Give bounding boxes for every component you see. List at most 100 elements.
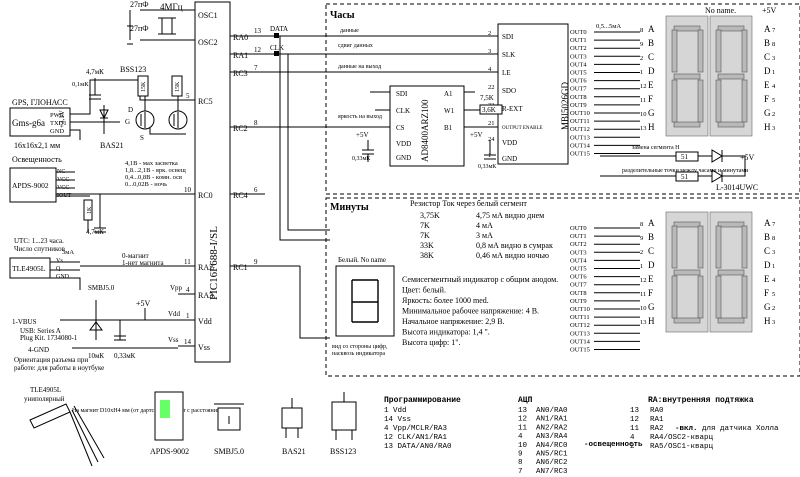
crystal: 27пФ 27пФ 4МГц [127,0,195,45]
hours-out-12: OUT12 [570,126,590,133]
pullup-num-2: 11 [630,425,640,433]
hours-digit-ones-seg-2 [741,79,748,123]
minutes-digit-tens-seg-6 [673,269,701,276]
pin-ra3: RA3 [198,291,213,300]
bottom-smbj: SMBJ5.0 [214,447,244,456]
prog-row-4: 13 DATA/AN0/RA0 [384,443,452,451]
hours-digit-ones-seg-0 [717,25,745,32]
hall-sensor: UTC: 1...23 часа. Число спутников TLE490… [9,237,164,290]
adc-name-5: AN5/RC1 [536,451,568,459]
table-head: Резистор Ток через белый сегмент [410,199,527,208]
pot-body [389,85,465,167]
minutes-digit-ones-seg-5 [715,225,722,269]
pot-pin-gnd: GND [396,154,411,162]
hours-seg-7: H [648,122,655,132]
hours-segnum-r-1: 8 [772,41,775,48]
hours-segnum-r-3: 1 [772,69,775,76]
usb-plug: Plug Kit. 1734080-1 [20,334,78,342]
hours-digit-tens [665,15,709,137]
led-r2: 51 [681,173,689,181]
minutes-digit-tens-seg-3 [673,317,701,324]
hours-seg-r-1: B [764,38,770,48]
pullup-num-3: 4 [630,434,635,442]
info-line-5: Высота индикатора: 1,4 ". [402,328,490,337]
minutes-frame [325,197,800,377]
minutes-seg-0: A [648,218,655,228]
adc-num-1: 12 [518,416,527,424]
gps-label: GPS, ГЛОНАСС [12,98,68,107]
hours-segnum-5: 11 [640,97,646,104]
hours-out-6: OUT6 [570,78,587,85]
mbi-pin-0: SDI [502,33,514,41]
table-res-3: 33K [420,241,434,250]
hours-digit-ones [709,15,753,137]
pot-cap: 0,33мК [352,156,371,162]
hours-out-0: OUT0 [570,29,587,36]
hours-digit-ones-seg-6 [717,73,745,80]
hours-segnum-3: 1 [640,69,643,76]
hall-mag0: 0-магнит [122,252,149,260]
pullup-title: RA:внутренняя подтяжка [648,396,754,405]
pullup-num-1: 12 [630,416,639,424]
minutes-seg-5: F [648,288,653,298]
minutes-digit-ones-seg-2 [741,275,748,319]
minutes-seg-r-5: F [764,288,769,298]
pinout-title: Белый. No name [338,256,386,264]
minutes-segnum-0: 8 [640,221,643,228]
mbi-pinnum-0: 2 [488,30,491,37]
pot-pin-clk: CLK [396,107,410,115]
bottom-tle2: униполярный [24,395,65,403]
minutes-digit-tens-seg-4 [671,275,678,319]
hall-model: TLE4905L [12,264,46,273]
hours-out-4: OUT4 [570,61,587,68]
hours-seg-r-7: H [764,122,771,132]
pullup-num-0: 13 [630,407,640,415]
pot-chip: AD8400ARZ100 [420,99,430,162]
minutes-seg-r-4: E [764,274,770,284]
pot-v5b: +5V [470,131,483,139]
crystal-cap2: 27пФ [130,24,149,33]
pinout-side: вид со стороны цифр, [332,343,388,350]
pin-osc2: OSC2 [198,38,218,47]
minutes-digit-ones [709,211,753,333]
light-label: Освещенность [12,155,62,164]
clk-label: CLK [270,44,284,52]
pinnum-vss: 14 [184,338,192,346]
adc-num-0: 13 [518,407,528,415]
hours-current: 0,5...5мА [596,23,621,30]
hours-segnum-7: 13 [640,125,647,132]
seven-seg-displays [665,15,753,333]
minutes-digit-tens-seg-2 [697,275,704,319]
mbi-pin-5: OUTPUT ENABLE [502,126,543,131]
minutes-out-15: OUT15 [570,347,590,354]
light-body [9,167,57,203]
res-15k-b: 15K [175,81,181,92]
tr-g: G [125,118,130,126]
hours-digit-tens-seg-3 [673,121,701,128]
hours-digit-tens-seg-4 [671,79,678,123]
minutes-out-5: OUT5 [570,266,587,273]
hours-digit-tens-seg-0 [673,25,701,32]
pot-pin-w1: W1 [444,107,455,115]
minutes-seg-r-7: H [764,316,771,326]
hours-segnum-r-5: 5 [772,97,775,104]
pinnum-rc0: 10 [184,186,192,194]
minutes-seg-r-3: D [764,260,771,270]
pot-pin-a1: A1 [444,90,453,98]
mbi-pinnum-6: 24 [488,136,495,143]
minutes-digit-tens-seg-0 [673,221,701,228]
minutes-segnum-7: 13 [640,319,647,326]
data-label: DATA [270,25,288,33]
pot-pin-b1: B1 [444,124,453,132]
tr-s: S [140,134,144,142]
minutes-out-12: OUT12 [570,322,590,329]
hall-pin-gnd: GND [56,274,70,280]
table-res-2: 7K [420,231,430,240]
prog-row-0: 1 Vdd [384,407,407,415]
light-model: APDS-9002 [12,181,49,190]
gps-pin-gnd: GND [50,128,64,135]
pinnum-ra3: 4 [186,286,190,294]
minutes-digit-tens-seg-1 [697,225,704,269]
signal-labels: DATA CLK данные сдвиг данных данные на в… [270,25,382,120]
